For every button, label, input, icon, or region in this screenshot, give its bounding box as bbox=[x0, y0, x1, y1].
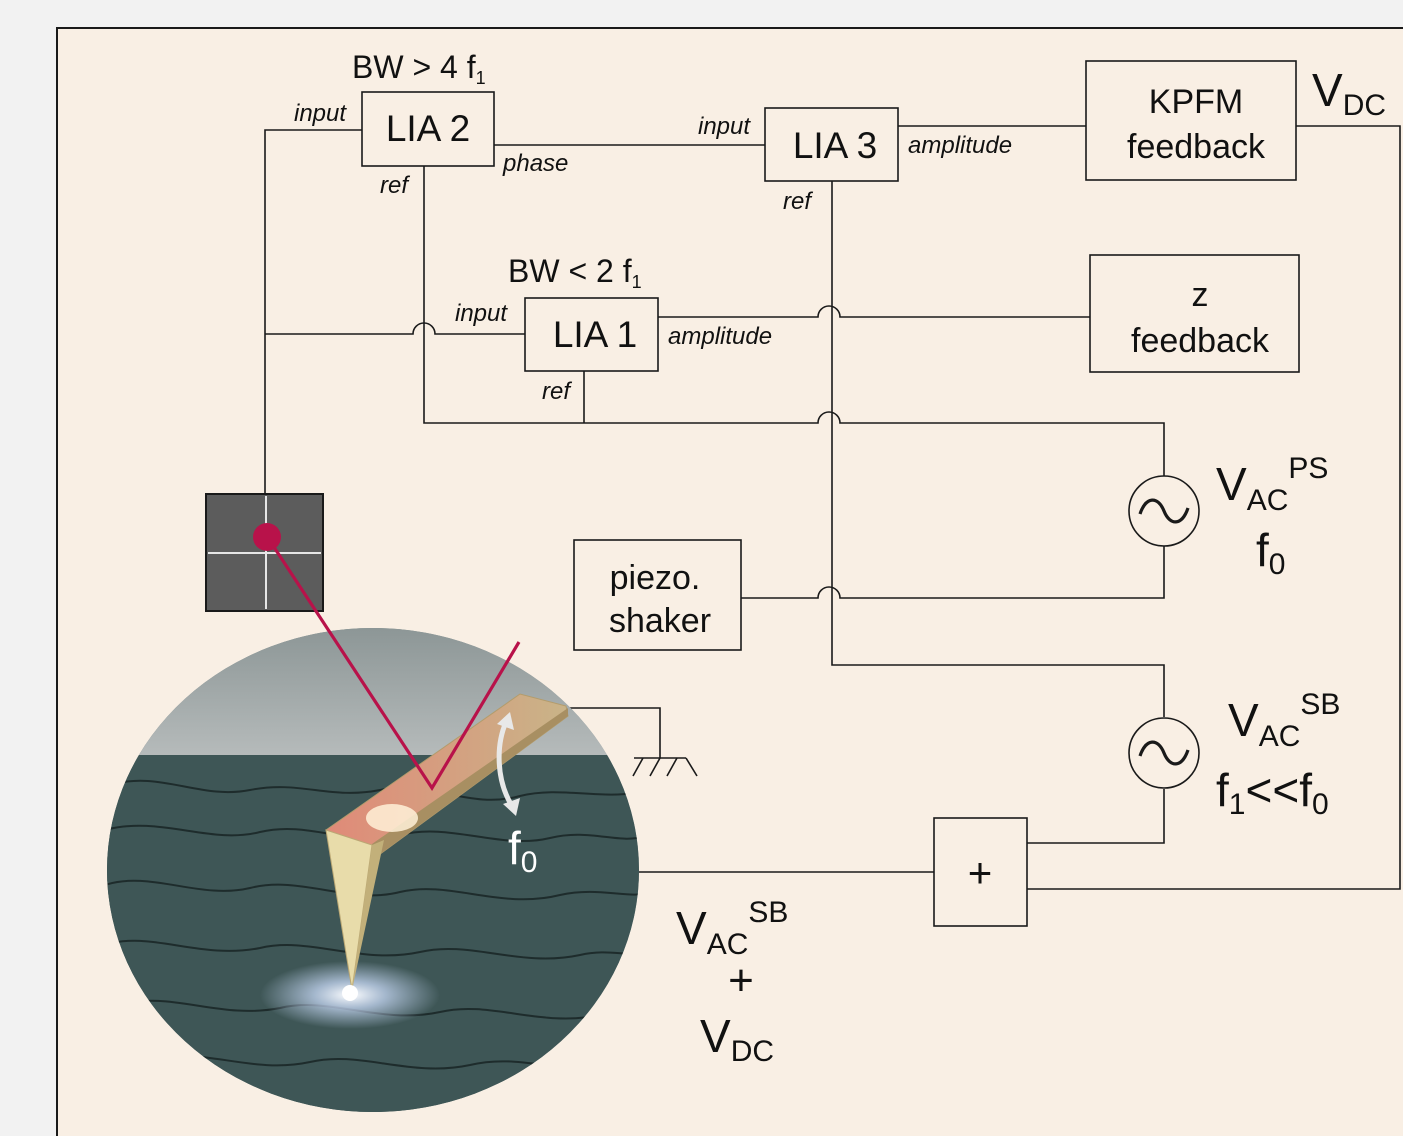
kpfm-feedback-block: KPFM feedback VDC bbox=[1085, 60, 1386, 181]
svg-text:VACSB: VACSB bbox=[676, 896, 788, 961]
f1-sub: 1 bbox=[1229, 788, 1246, 821]
sum-vdc-sub: DC bbox=[731, 1035, 774, 1068]
lia1-ref-label: ref bbox=[542, 378, 572, 405]
sum-signal-label: VACSB + VDC bbox=[676, 896, 788, 1068]
sum-vac-sup: SB bbox=[748, 896, 788, 929]
svg-text:VACSB: VACSB bbox=[1228, 688, 1340, 753]
laser-beam bbox=[253, 523, 521, 792]
lia2-bw-sub: 1 bbox=[476, 68, 486, 88]
lia2-label: LIA 2 bbox=[386, 108, 470, 149]
vac-ps-label: V bbox=[1216, 458, 1247, 510]
z-feedback-block: z feedback bbox=[1089, 254, 1300, 373]
tilde-icon bbox=[1138, 498, 1190, 524]
vac-ps-sup: PS bbox=[1288, 452, 1328, 485]
vdc-label: V bbox=[1312, 64, 1343, 116]
lia2-bw: BW > 4 f bbox=[352, 49, 476, 85]
lia3-block: LIA 3 input ref amplitude bbox=[698, 107, 1012, 215]
svg-text:f0: f0 bbox=[1256, 524, 1285, 581]
sb-ac-source: VACSB f1<<f0 bbox=[1128, 688, 1340, 821]
piezo-line2: shaker bbox=[609, 602, 711, 640]
wiring bbox=[264, 125, 1401, 890]
vac-sb-label: V bbox=[1228, 694, 1259, 746]
vac-sb-sub: AC bbox=[1259, 720, 1301, 753]
kpfm-line1: KPFM bbox=[1149, 83, 1243, 121]
lia2-block: LIA 2 BW > 4 f1 input ref phase bbox=[294, 49, 568, 199]
lia3-input-label: input bbox=[698, 113, 751, 140]
adder-label: + bbox=[968, 849, 993, 896]
lia1-block: LIA 1 BW < 2 f1 input ref amplitude bbox=[455, 253, 772, 405]
cantilever-illustration: f0 bbox=[107, 628, 639, 1112]
lia1-label: LIA 1 bbox=[553, 314, 637, 355]
lia2-phase-label: phase bbox=[502, 150, 568, 177]
svg-text:VDC: VDC bbox=[1312, 64, 1386, 122]
piezo-line1: piezo. bbox=[610, 559, 701, 597]
tilde-icon bbox=[1138, 740, 1190, 766]
lia2-ref-label: ref bbox=[380, 172, 410, 199]
svg-text:f0: f0 bbox=[508, 822, 537, 879]
sum-vac-label: V bbox=[676, 902, 707, 954]
lia3-amplitude-label: amplitude bbox=[908, 132, 1012, 159]
sum-plus: + bbox=[728, 956, 754, 1005]
lia1-input-label: input bbox=[455, 300, 508, 327]
vdc-sub: DC bbox=[1343, 89, 1386, 122]
sum-vac-sub: AC bbox=[707, 928, 749, 961]
ps-ac-source: VACPS f0 bbox=[1128, 452, 1328, 581]
tip-f0-sub: 0 bbox=[521, 846, 538, 879]
kpfm-line2: feedback bbox=[1127, 128, 1266, 166]
lia2-input-label: input bbox=[294, 100, 347, 127]
piezo-shaker-block: piezo. shaker bbox=[573, 539, 742, 651]
lia3-label: LIA 3 bbox=[793, 125, 877, 166]
svg-text:VACPS: VACPS bbox=[1216, 452, 1328, 517]
tip-f0-label: f bbox=[508, 822, 521, 874]
lia1-bw-sub: 1 bbox=[632, 272, 642, 292]
adder-block: + bbox=[933, 817, 1028, 927]
f0-label: f bbox=[1256, 524, 1269, 576]
z-line1: z bbox=[1192, 276, 1209, 314]
vac-ps-sub: AC bbox=[1247, 484, 1289, 517]
lia1-amplitude-label: amplitude bbox=[668, 323, 772, 350]
svg-text:BW < 2 f1: BW < 2 f1 bbox=[508, 253, 642, 292]
vac-sb-sup: SB bbox=[1300, 688, 1340, 721]
f0-sub: 0 bbox=[1269, 548, 1286, 581]
sum-vdc-label: V bbox=[700, 1010, 731, 1062]
svg-text:f1<<f0: f1<<f0 bbox=[1216, 764, 1329, 821]
svg-text:BW > 4 f1: BW > 4 f1 bbox=[352, 49, 486, 88]
f1-label: f bbox=[1216, 764, 1229, 816]
f1-f0-relation: <<f bbox=[1245, 764, 1312, 816]
lia1-bw: BW < 2 f bbox=[508, 253, 632, 289]
z-line2: feedback bbox=[1131, 322, 1270, 360]
lia3-ref-label: ref bbox=[783, 188, 813, 215]
f0b-sub: 0 bbox=[1312, 788, 1329, 821]
svg-text:VDC: VDC bbox=[700, 1010, 774, 1068]
